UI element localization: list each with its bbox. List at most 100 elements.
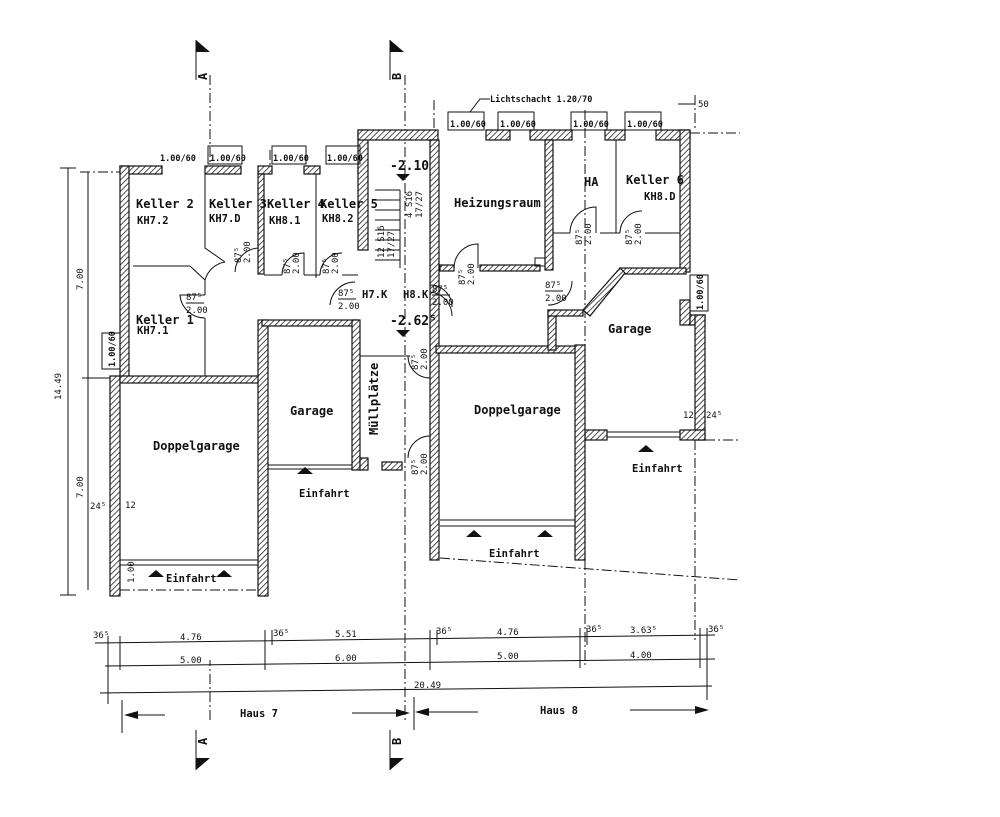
- window-label: 1.00/60: [573, 120, 609, 130]
- dim-row2: 5.00: [180, 656, 202, 666]
- room-doppelgarage-right: Doppelgarage: [474, 403, 561, 417]
- dim-row2: 4.00: [630, 651, 652, 661]
- windows: 1.00/60 1.00/60 1.00/60 1.00/60 1.00/60 …: [101, 94, 709, 370]
- door-height: 2.00: [467, 263, 477, 285]
- entry-label: Einfahrt: [166, 573, 217, 585]
- dim-row1: 36⁵: [436, 627, 452, 637]
- dim-row1: 3.63⁵: [630, 626, 657, 636]
- dimension-lines: 14.49 7.00 7.00 24⁵ 12 12 24⁵ 1.00 50 36…: [54, 100, 724, 733]
- door-width: 87⁵: [186, 293, 202, 303]
- dim-row1: 4.76: [497, 628, 519, 638]
- room-keller-3: Keller 3: [209, 197, 267, 211]
- dim-row1: 36⁵: [273, 629, 289, 639]
- door-width: 87⁵: [234, 247, 244, 263]
- window-label: 1.00/60: [160, 154, 196, 164]
- stairs: 4 S16 17/27 12 S16 17/27: [375, 189, 425, 268]
- entry-label: Einfahrt: [632, 463, 683, 475]
- dim-row1: 5.51: [335, 630, 357, 640]
- room-keller-4: Keller 4: [267, 197, 325, 211]
- room-keller-1: Keller 1: [136, 313, 194, 327]
- window-label: 1.00/60: [210, 154, 246, 164]
- door-width: 87⁵: [322, 258, 332, 274]
- doors: [179, 206, 643, 459]
- room-code: KH7.D: [209, 213, 241, 225]
- stair-label-lower: 12 S16: [377, 225, 387, 258]
- door-width: 87⁵: [338, 289, 354, 299]
- stair-label-upper: 4 S16: [405, 191, 415, 218]
- dim-wall-inner: 12: [683, 411, 694, 421]
- door-width: 87⁵: [432, 285, 448, 295]
- dim-row1: 36⁵: [586, 625, 602, 635]
- room-keller-2: Keller 2: [136, 197, 194, 211]
- room-code: KH8.D: [644, 191, 676, 203]
- window-label: 1.00/60: [327, 154, 363, 164]
- door-height: 2.00: [292, 252, 302, 274]
- door-width: 87⁵: [411, 354, 421, 370]
- door-height: 2.00: [634, 223, 644, 245]
- lichtschacht-label: Lichtschacht 1.20/70: [490, 94, 592, 105]
- section-a-top: A: [196, 72, 210, 80]
- dim-left-lower: 7.00: [76, 476, 86, 498]
- door-height: 2.00: [420, 453, 430, 475]
- entries: Einfahrt Einfahrt Einfahrt Einfahrt: [148, 445, 683, 585]
- door-height: 2.00: [584, 223, 594, 245]
- dim-row2: 6.00: [335, 654, 357, 664]
- window-label: 1.00/60: [108, 331, 118, 367]
- window-label: 1.00/60: [696, 274, 706, 310]
- entry-label: Einfahrt: [489, 548, 540, 560]
- door-width: 87⁵: [625, 229, 635, 245]
- dim-wall: 24⁵: [706, 411, 722, 421]
- section-b-top: B: [390, 73, 404, 80]
- window-label: 1.00/60: [627, 120, 663, 130]
- window-label: 1.00/60: [273, 154, 309, 164]
- door-width: 87⁵: [545, 281, 561, 291]
- house-label-7: Haus 7: [240, 708, 278, 720]
- room-garage-left: Garage: [290, 404, 333, 418]
- dim-wall-inner: 12: [125, 501, 136, 511]
- room-keller-5: Keller 5: [320, 197, 378, 211]
- house-label-8: Haus 8: [540, 705, 578, 717]
- dim-total: 20.49: [414, 681, 441, 691]
- room-heizungsraum: Heizungsraum: [454, 196, 541, 210]
- room-keller-6: Keller 6: [626, 173, 684, 187]
- window-label: 1.00/60: [500, 120, 536, 130]
- door-height: 2.00: [186, 306, 208, 316]
- room-doppelgarage-left: Doppelgarage: [153, 439, 240, 453]
- room-h8k: H8.K: [403, 289, 429, 301]
- dim-top-right: 50: [698, 100, 709, 110]
- room-h7k: H7.K: [362, 289, 388, 301]
- dim-wall: 24⁵: [90, 502, 106, 512]
- dim-row1: 36⁵: [93, 631, 109, 641]
- level-lower: -2.62⁵: [390, 314, 437, 329]
- level-upper: -2.10: [390, 159, 429, 174]
- room-labels: Keller 2 KH7.2 Keller 3 KH7.D Keller 4 K…: [136, 173, 684, 453]
- door-width: 87⁵: [283, 258, 293, 274]
- door-width: 87⁵: [411, 459, 421, 475]
- door-height: 2.00: [331, 252, 341, 274]
- door-height: 2.00: [545, 294, 567, 304]
- dim-einfahrt: 1.00: [127, 561, 137, 583]
- dim-row1: 36⁵: [708, 625, 724, 635]
- section-a-bottom: A: [196, 737, 210, 745]
- dim-left-upper: 7.00: [76, 268, 86, 290]
- walls: [109, 129, 706, 597]
- level-markers: -2.10 -2.62⁵: [390, 159, 437, 337]
- room-ha: HA: [584, 175, 599, 189]
- section-markers: A B A B: [195, 40, 404, 770]
- door-height: 2.00: [420, 348, 430, 370]
- dim-row2: 5.00: [497, 652, 519, 662]
- room-code: KH7.1: [137, 325, 169, 337]
- partitions: [120, 140, 680, 566]
- dim-left-total: 14.49: [54, 373, 64, 400]
- entry-label: Einfahrt: [299, 488, 350, 500]
- window-label: 1.00/60: [450, 120, 486, 130]
- stair-ratio-upper: 17/27: [415, 191, 425, 218]
- door-width: 87⁵: [575, 229, 585, 245]
- room-code: KH8.2: [322, 213, 354, 225]
- section-b-bottom: B: [390, 738, 404, 745]
- room-garage-right: Garage: [608, 322, 651, 336]
- room-muellplaetze: Müllplätze: [367, 363, 381, 435]
- room-code: KH7.2: [137, 215, 169, 227]
